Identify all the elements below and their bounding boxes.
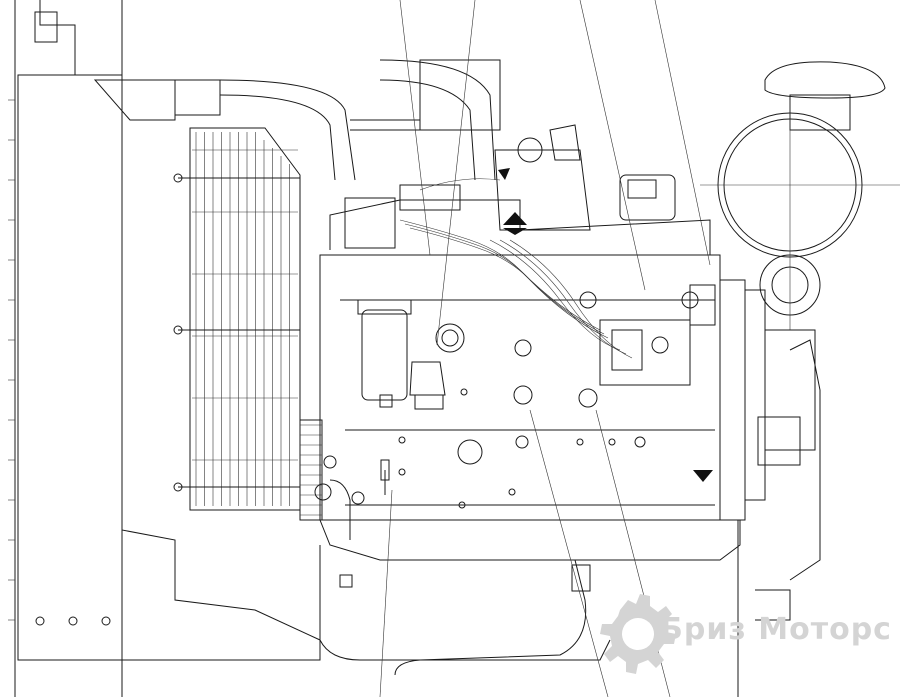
bolt-hole	[101, 616, 111, 626]
oil-pan	[329, 479, 365, 588]
cylinder-head	[329, 124, 711, 255]
fuel-filter	[357, 299, 446, 410]
engine-block	[319, 254, 741, 661]
side-ruler	[8, 99, 15, 621]
arrow-markers	[498, 168, 713, 482]
frame-lines	[14, 0, 739, 697]
upper-hose	[93, 59, 501, 181]
injection-pipes	[399, 178, 633, 359]
air-cleaner	[700, 61, 900, 330]
leader-lines	[379, 0, 711, 697]
injection-pump	[599, 284, 716, 386]
radiator-panel	[17, 0, 321, 661]
watermark-gear-icon	[600, 594, 676, 674]
watermark-text: Бриз Моторс	[660, 612, 892, 647]
bolt-hole	[35, 616, 45, 626]
dipstick	[380, 459, 591, 676]
pulley-gear	[299, 419, 337, 521]
flywheel-housing	[720, 279, 821, 621]
bolt-hole	[68, 616, 78, 626]
fan-guard	[173, 127, 301, 511]
